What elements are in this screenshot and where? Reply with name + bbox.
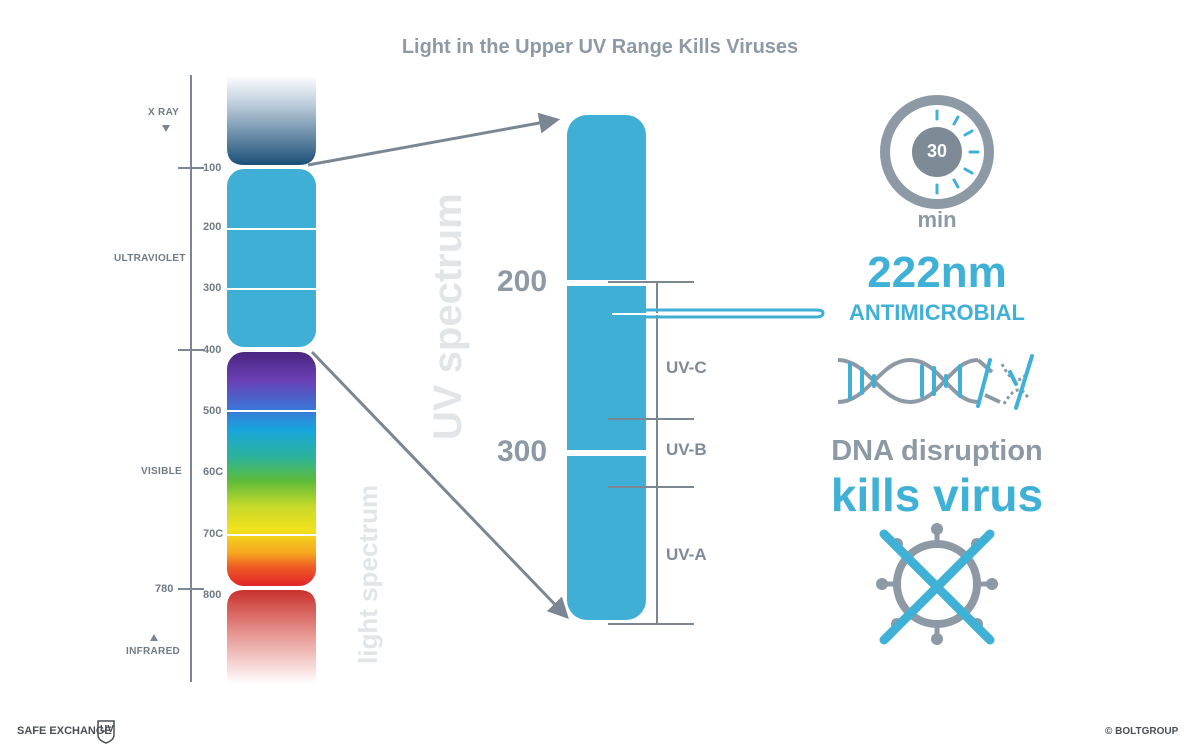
uv-spectrum-caption: UV spectrum (426, 193, 470, 440)
brand-badge-text: UV (100, 724, 114, 735)
uv-detail-bar (567, 115, 646, 620)
zoom-arrow-top (307, 112, 561, 167)
xray-arrow-icon (162, 125, 170, 132)
uv-band-bracket (608, 281, 694, 625)
page-title: Light in the Upper UV Range Kills Viruse… (401, 36, 799, 58)
tick-700: 70C (203, 528, 224, 540)
tick-780: 780 (155, 583, 174, 595)
uv-detail-label-200: 200 (497, 265, 548, 298)
zoom-arrow-bottom (310, 350, 569, 620)
tick-100: 100 (203, 162, 222, 174)
wavelength-value: 222nm (867, 248, 1007, 297)
band-uvb: UV-B (666, 440, 707, 459)
brand-badge-icon (97, 720, 115, 744)
virus-crossed-icon (876, 523, 998, 645)
dna-disruption-text: DNA disruption (831, 435, 1043, 467)
tick-400: 400 (203, 344, 222, 356)
uv-detail-label-300: 300 (497, 435, 548, 468)
kills-virus-text: kills virus (830, 469, 1044, 521)
tick-800: 800 (203, 589, 222, 601)
stopwatch-icon (880, 95, 994, 209)
222nm-pointer (612, 308, 825, 319)
label-ultraviolet: ULTRAVIOLET (114, 253, 186, 264)
tick-200: 200 (203, 221, 222, 233)
label-xray: X RAY (148, 107, 180, 118)
band-uva: UV-A (666, 545, 707, 564)
effect-label: ANTIMICROBIAL (849, 300, 1025, 325)
tick-600: 60C (203, 466, 224, 478)
tick-300: 300 (203, 282, 222, 294)
xray-segment (227, 75, 316, 165)
light-spectrum-caption: light spectrum (353, 484, 383, 664)
brand-name: SAFE EXCHANGE (17, 725, 112, 737)
timer-unit: min (917, 207, 957, 232)
band-uvc: UV-C (666, 358, 707, 377)
infrared-segment (227, 590, 316, 684)
dna-helix-icon (837, 354, 1034, 410)
timer-value: 30 (926, 141, 948, 161)
label-visible: VISIBLE (141, 466, 182, 477)
label-infrared: INFRARED (126, 646, 181, 657)
spectrum-axis-ticks (178, 167, 204, 590)
tick-500: 500 (203, 405, 222, 417)
credit-text: © BOLTGROUP (1105, 726, 1179, 737)
visible-segment (227, 352, 316, 586)
infrared-arrow-icon (150, 634, 158, 641)
ultraviolet-segment (227, 169, 316, 347)
